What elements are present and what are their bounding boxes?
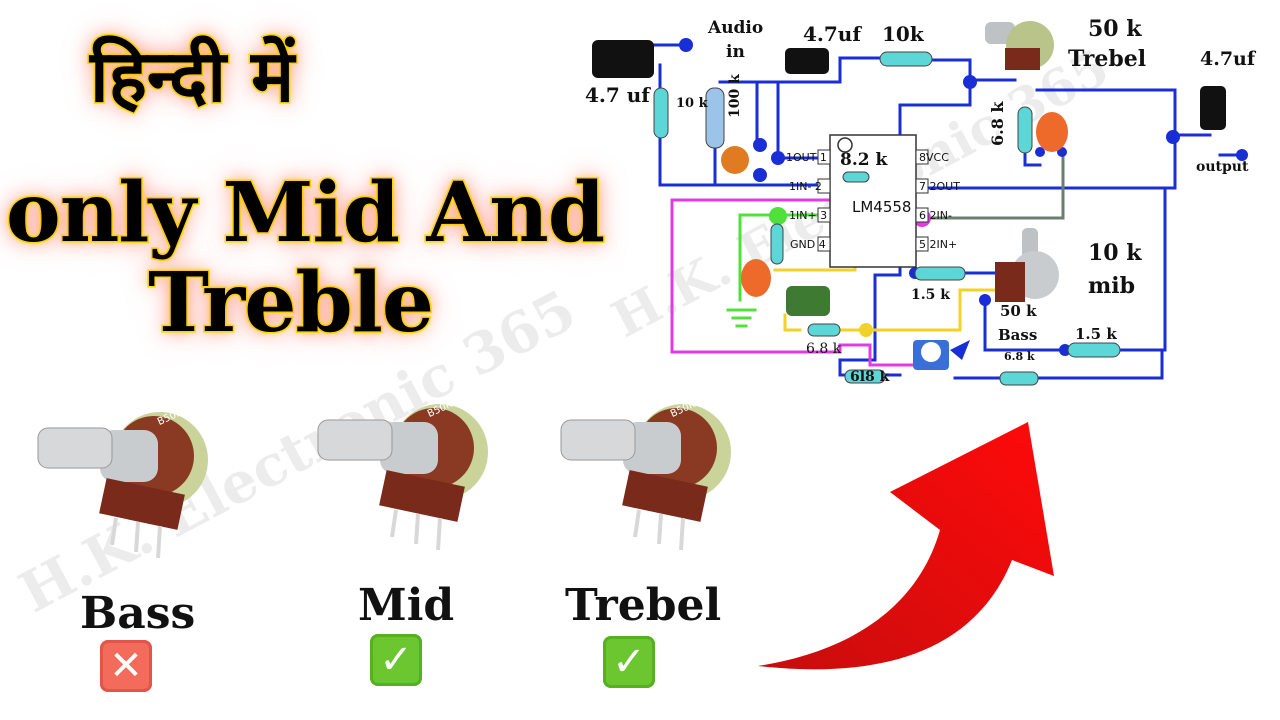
- potentiometer-icon: [37, 412, 208, 559]
- label-res-8-2k: 8.2 k: [840, 150, 888, 170]
- title-hindi: हिन्दी में: [88, 34, 295, 118]
- label-audio-in-2: in: [726, 42, 745, 62]
- caption-trebel: Trebel: [565, 580, 722, 631]
- check-icon: ✓: [603, 636, 655, 688]
- label-res-6-8k-d: 6l8 k: [850, 369, 890, 385]
- label-cap-out: 4.7uf: [1200, 48, 1256, 70]
- check-icon: ✓: [370, 634, 422, 686]
- arrow-up-right-icon: [758, 422, 1054, 670]
- ic-pin-3: 1IN+ 3: [789, 209, 828, 222]
- label-pot-mid-name: mib: [1088, 273, 1136, 299]
- label-res-1-5k-a: 1.5 k: [911, 287, 950, 303]
- ic-pin-1: 1OUT 1: [786, 151, 827, 164]
- title-line-2: only Mid And: [4, 165, 606, 261]
- label-res-6-8k-c: 6.8 k: [806, 341, 842, 357]
- label-res-1-5k-b: 1.5 k: [1075, 325, 1117, 343]
- ic-pin-5: 5 2IN+: [919, 238, 958, 251]
- caption-bass: Bass: [80, 588, 196, 639]
- label-pot-bass-name: Bass: [998, 326, 1038, 344]
- label-output: output: [1196, 159, 1249, 175]
- ic-pin-2: 1IN- 2: [789, 180, 822, 193]
- label-pot-mid-value: 10 k: [1088, 240, 1142, 266]
- pot-mid-schematic: [995, 228, 1059, 302]
- ic-pin-6: 6 2IN-: [919, 209, 952, 222]
- potentiometer-icon: [317, 404, 488, 551]
- pot-treble-schematic: [985, 21, 1054, 70]
- label-pot-bass-value: 50 k: [1000, 302, 1037, 320]
- label-cap-in: 4.7 uf: [585, 83, 650, 107]
- circuit-schematic: [592, 21, 1248, 386]
- ic-pin-4: GND 4: [790, 238, 826, 251]
- cross-icon: ✕: [100, 640, 152, 692]
- label-cap-top: 4.7uf: [803, 22, 861, 46]
- label-res-10k: 10 k: [676, 96, 708, 111]
- label-res-6-8k-vertical: 6.8 k: [988, 101, 1007, 147]
- title-line-3: Treble: [146, 255, 435, 351]
- ic-name: LM4558: [852, 198, 912, 216]
- label-pot-treble-value: 50 k: [1088, 16, 1142, 42]
- ic-pin-7: 7 2OUT: [919, 180, 960, 193]
- ic-pin-8: 8VCC: [919, 151, 949, 164]
- caption-mid: Mid: [358, 580, 455, 631]
- label-res-top: 10k: [882, 22, 924, 46]
- label-pot-treble-name: Trebel: [1068, 46, 1147, 72]
- label-audio-in-1: Audio: [708, 18, 764, 38]
- label-res-6-8k-b: 6.8 k: [1004, 350, 1035, 363]
- label-res-100k: 100 k: [727, 74, 743, 118]
- potentiometer-icon: [560, 404, 731, 551]
